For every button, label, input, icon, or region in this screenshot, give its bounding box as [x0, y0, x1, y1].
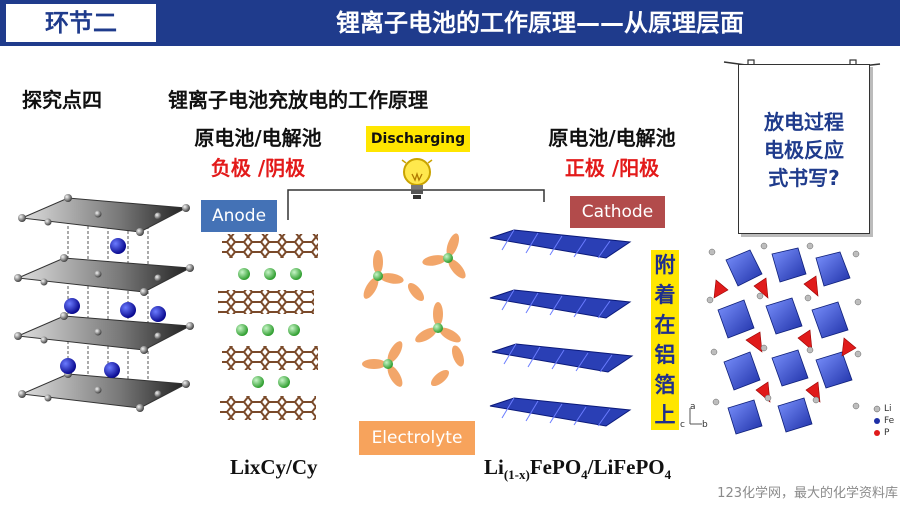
anode-graphene-layers: [218, 234, 318, 420]
discharging-label: Discharging: [366, 126, 470, 152]
cathode-label: Cathode: [570, 196, 665, 228]
axis-label-a: a: [690, 402, 696, 412]
point-label: 探究点四: [22, 88, 102, 112]
left-pole-label: 负极 /阴极: [210, 156, 306, 180]
light-bulb-icon: [401, 158, 433, 199]
hanging-note-text: 放电过程 电极反应 式书写?: [764, 110, 844, 190]
axis-label-b: b: [702, 420, 708, 430]
anode-label: Anode: [201, 200, 277, 232]
electrolyte-label: Electrolyte: [359, 421, 475, 455]
right-formula: Li(1-x)FePO4/LiFePO4: [484, 455, 672, 483]
atom-legend-markers: [873, 405, 881, 436]
slide-title: 锂离子电池的工作原理——从原理层面: [336, 9, 744, 37]
legend-p: P: [884, 428, 890, 438]
electrolyte-ions: [362, 233, 466, 387]
right-pole-label: 正极 /阳极: [564, 156, 660, 180]
footer-watermark: 123化学网，最大的化学资料库: [717, 486, 898, 501]
axis-label-c: c: [680, 420, 685, 430]
left-formula: LixCy/Cy: [230, 455, 318, 479]
left-role-label: 原电池/电解池: [194, 126, 322, 150]
axis-indicator: [689, 408, 702, 425]
lifepo4-crystal-illustration: [706, 242, 862, 435]
section-tag: 环节二: [6, 4, 156, 42]
legend-fe: Fe: [884, 416, 895, 426]
right-role-label: 原电池/电解池: [548, 126, 676, 150]
topic-label: 锂离子电池充放电的工作原理: [168, 88, 428, 112]
legend-li: Li: [884, 404, 892, 414]
aluminum-foil-note: 附 着 在 铝 箔 上: [651, 250, 679, 430]
cathode-olivine-layers: [489, 229, 634, 427]
graphite-structure-illustration: [14, 194, 194, 412]
hanging-note-card: [738, 64, 870, 234]
